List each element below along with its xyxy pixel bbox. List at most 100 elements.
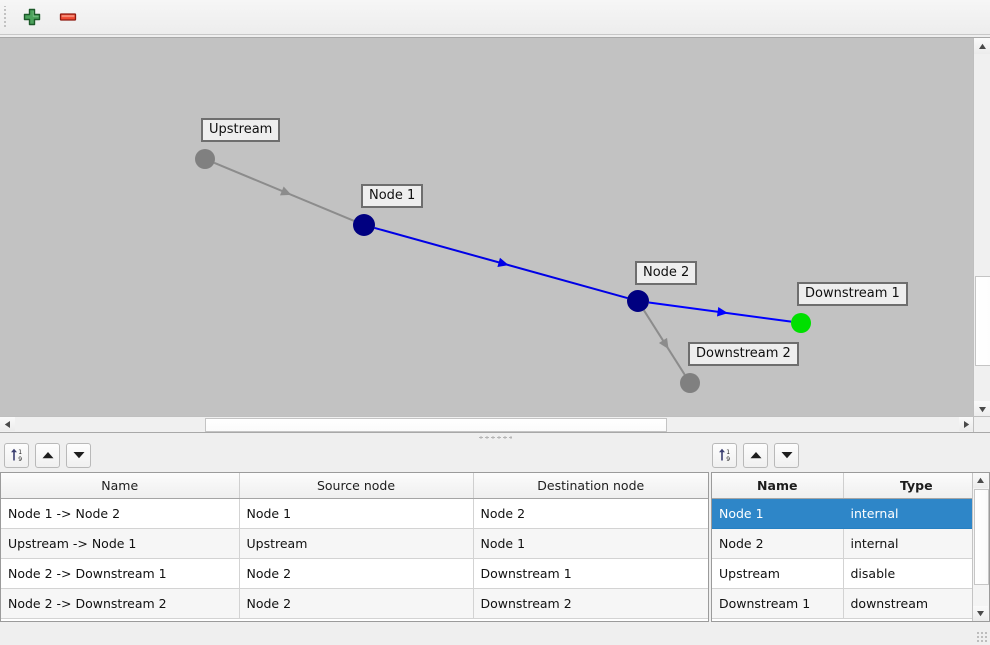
nodes-scroll-up-button[interactable] [973, 473, 988, 488]
caret-up-icon [976, 477, 985, 484]
graph-horizontal-scrollbar[interactable] [0, 416, 974, 432]
table-row[interactable]: Node 1 -> Node 2Node 1Node 2 [1, 499, 708, 529]
scrollbar-corner [973, 416, 990, 432]
table-cell-name[interactable]: Downstream 1 [712, 589, 843, 619]
add-node-button[interactable] [17, 2, 47, 32]
horizontal-scroll-thumb[interactable] [205, 418, 667, 432]
scroll-up-button[interactable] [974, 38, 990, 54]
table-cell-name[interactable]: Node 1 [712, 499, 843, 529]
graph-node-label[interactable]: Downstream 2 [688, 342, 799, 366]
graph-vertical-scrollbar[interactable] [973, 38, 990, 417]
table-cell-source[interactable]: Node 2 [239, 589, 473, 619]
status-bar [0, 623, 990, 645]
sort-ascending-icon: 1 9 [717, 447, 733, 463]
arrow-up-icon [41, 450, 55, 460]
nodes-vertical-scrollbar[interactable] [972, 473, 989, 621]
table-row[interactable]: Node 1internal [712, 499, 989, 529]
column-header[interactable]: Name [1, 473, 239, 499]
graph-node[interactable] [680, 373, 700, 393]
graph-edge-arrow [659, 338, 669, 349]
svg-text:1: 1 [726, 449, 730, 456]
graph-node-label[interactable]: Upstream [201, 118, 280, 142]
table-row[interactable]: Downstream 1downstream [712, 589, 989, 619]
table-row[interactable]: Upstreamdisable [712, 559, 989, 589]
arrow-down-icon [780, 450, 794, 460]
minus-icon [58, 7, 78, 27]
column-header[interactable]: Source node [239, 473, 473, 499]
nodes-table[interactable]: NameType Node 1internalNode 2internalUps… [711, 472, 990, 622]
graph-node-label[interactable]: Node 1 [361, 184, 423, 208]
graph-edge-arrow [717, 307, 728, 317]
table-row[interactable]: Node 2 -> Downstream 2Node 2Downstream 2 [1, 589, 708, 619]
table-cell-destination[interactable]: Downstream 1 [473, 559, 708, 589]
caret-up-icon [978, 43, 987, 50]
table-cell-name[interactable]: Node 2 -> Downstream 1 [1, 559, 239, 589]
caret-left-icon [4, 420, 11, 429]
table-cell-name[interactable]: Node 2 -> Downstream 2 [1, 589, 239, 619]
column-header[interactable]: Type [843, 473, 989, 499]
table-cell-name[interactable]: Node 2 [712, 529, 843, 559]
scroll-right-button[interactable] [959, 417, 974, 431]
table-cell-destination[interactable]: Downstream 2 [473, 589, 708, 619]
column-header[interactable]: Destination node [473, 473, 708, 499]
edges-table-body: Node 1 -> Node 2Node 1Node 2Upstream -> … [1, 499, 708, 619]
table-cell-type[interactable]: internal [843, 499, 989, 529]
graph-node[interactable] [791, 313, 811, 333]
caret-down-icon [976, 610, 985, 617]
nodes-sort-button[interactable]: 1 9 [712, 443, 737, 468]
svg-text:1: 1 [18, 449, 22, 456]
graph-canvas[interactable]: UpstreamNode 1 Node 2 Downstream 1 Downstre… [0, 38, 974, 417]
nodes-scroll-thumb[interactable] [974, 489, 989, 585]
scroll-down-button[interactable] [974, 401, 990, 417]
scroll-left-button[interactable] [0, 417, 15, 431]
nodes-move-up-button[interactable] [743, 443, 768, 468]
table-row[interactable]: Node 2 -> Downstream 1Node 2Downstream 1 [1, 559, 708, 589]
panel-splitter[interactable] [0, 433, 990, 442]
table-row[interactable]: Upstream -> Node 1UpstreamNode 1 [1, 529, 708, 559]
caret-down-icon [978, 406, 987, 413]
svg-text:9: 9 [18, 456, 22, 463]
table-cell-type[interactable]: downstream [843, 589, 989, 619]
remove-node-button[interactable] [53, 2, 83, 32]
table-cell-type[interactable]: internal [843, 529, 989, 559]
column-header[interactable]: Name [712, 473, 843, 499]
table-cell-source[interactable]: Node 2 [239, 559, 473, 589]
edges-move-down-button[interactable] [66, 443, 91, 468]
edges-table[interactable]: NameSource nodeDestination node Node 1 -… [0, 472, 709, 622]
svg-text:9: 9 [726, 456, 730, 463]
plus-icon [22, 7, 42, 27]
table-cell-source[interactable]: Node 1 [239, 499, 473, 529]
graph-drawing[interactable] [0, 38, 974, 417]
nodes-table-grid: NameType Node 1internalNode 2internalUps… [712, 473, 989, 619]
table-cell-name[interactable]: Upstream -> Node 1 [1, 529, 239, 559]
graph-node[interactable] [627, 290, 649, 312]
table-cell-type[interactable]: disable [843, 559, 989, 589]
table-cell-name[interactable]: Node 1 -> Node 2 [1, 499, 239, 529]
graph-node-label[interactable]: Node 2 [635, 261, 697, 285]
graph-node-label[interactable]: Downstream 1 [797, 282, 908, 306]
table-row[interactable]: Node 2internal [712, 529, 989, 559]
edges-sort-button[interactable]: 1 9 [4, 443, 29, 468]
table-cell-name[interactable]: Upstream [712, 559, 843, 589]
main-toolbar [0, 0, 990, 35]
table-cell-destination[interactable]: Node 1 [473, 529, 708, 559]
table-cell-source[interactable]: Upstream [239, 529, 473, 559]
table-cell-destination[interactable]: Node 2 [473, 499, 708, 529]
resize-grip-icon[interactable] [976, 631, 988, 643]
graph-node[interactable] [353, 214, 375, 236]
caret-right-icon [963, 420, 970, 429]
nodes-table-header: NameType [712, 473, 989, 499]
graph-panel[interactable]: UpstreamNode 1 Node 2 Downstream 1 Downstre… [0, 37, 990, 433]
edges-move-up-button[interactable] [35, 443, 60, 468]
nodes-table-body: Node 1internalNode 2internalUpstreamdisa… [712, 499, 989, 619]
nodes-move-down-button[interactable] [774, 443, 799, 468]
graph-node[interactable] [195, 149, 215, 169]
nodes-table-toolbar: 1 9 [712, 442, 799, 468]
nodes-scroll-down-button[interactable] [973, 606, 988, 621]
edges-table-toolbar: 1 9 [4, 442, 91, 468]
toolbar-drag-handle[interactable] [3, 6, 13, 28]
arrow-down-icon [72, 450, 86, 460]
edges-table-grid: NameSource nodeDestination node Node 1 -… [1, 473, 708, 619]
vertical-scroll-thumb[interactable] [975, 276, 990, 366]
